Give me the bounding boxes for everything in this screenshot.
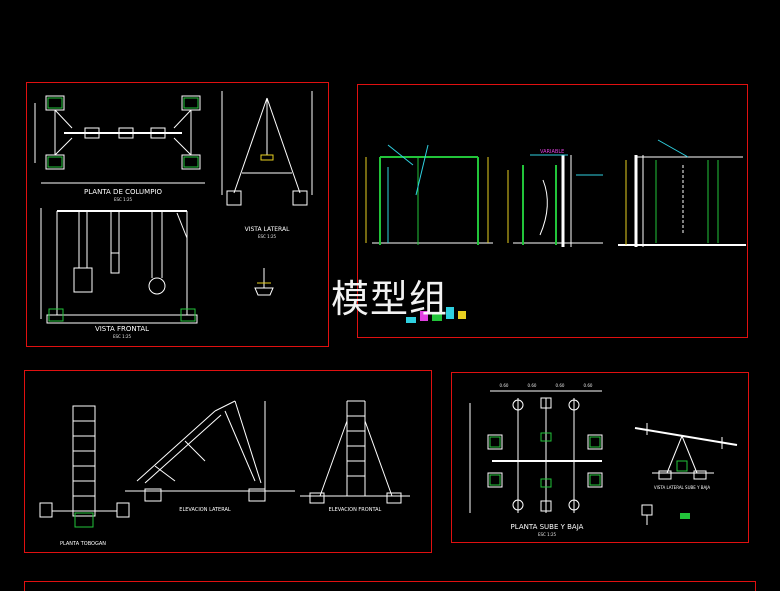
swing-plan-title: PLANTA DE COLUMPIO — [84, 188, 162, 196]
swing-side-title: VISTA LATERAL — [245, 226, 290, 233]
variable-label: VARIABLE — [540, 149, 564, 155]
slide-sheet: PLANTA TOBOGAN ELEVACION LATERAL — [24, 370, 432, 553]
seesaw-sheet: 0.60 0.60 0.60 0.60 PLANTA SUBE Y BAJA E… — [451, 372, 749, 543]
slide-side-title: ELEVACION LATERAL — [179, 507, 231, 513]
seesaw-plan-scale: ESC 1:25 — [538, 532, 557, 537]
slide-drawing: PLANTA TOBOGAN ELEVACION LATERAL — [39, 400, 410, 547]
slide-side-view — [125, 400, 295, 502]
slide-plan-base — [74, 512, 94, 528]
dim-2: 0.60 — [528, 383, 537, 388]
section-1 — [365, 144, 493, 245]
dim-3: 0.60 — [556, 383, 565, 388]
swing-front-title: VISTA FRONTAL — [95, 325, 149, 333]
section-3 — [618, 139, 746, 247]
seesaw-side-view — [634, 423, 738, 480]
slide-front-view — [300, 400, 410, 504]
swing-plan-footings — [47, 97, 199, 168]
detail-sections-sheet: VARIABLE — [357, 84, 748, 338]
swing-side-scale: ESC 1:25 — [258, 234, 277, 239]
slide-plan-view — [39, 405, 130, 518]
swing-front-footings — [48, 308, 196, 322]
seesaw-side-pivot — [676, 460, 688, 472]
next-sheet-frame — [24, 581, 756, 591]
dim-1: 0.60 — [500, 383, 509, 388]
swing-set-sheet: PLANTA DE COLUMPIO ESC 1:25 VISTA LATERA… — [26, 82, 329, 347]
section-2 — [507, 154, 603, 247]
swing-plan-view — [34, 95, 205, 184]
seesaw-detail — [641, 504, 653, 525]
swing-plan-scale: ESC 1:25 — [114, 197, 133, 202]
anchor-detail — [254, 268, 274, 296]
swing-set-drawing: PLANTA DE COLUMPIO ESC 1:25 VISTA LATERA… — [34, 91, 313, 339]
seesaw-side-title: VISTA LATERAL SUBE Y BAJA — [654, 485, 710, 490]
swing-front-view — [40, 208, 198, 324]
dim-4: 0.60 — [584, 383, 593, 388]
watermark-text: 模型组 — [331, 277, 449, 321]
seesaw-drawing: 0.60 0.60 0.60 0.60 PLANTA SUBE Y BAJA E… — [469, 383, 738, 537]
swing-side-view — [221, 91, 313, 206]
seesaw-plan-title: PLANTA SUBE Y BAJA — [511, 523, 584, 531]
seesaw-plan-footings — [489, 432, 601, 488]
swing-front-scale: ESC 1:25 — [113, 334, 132, 339]
legend-symbols — [406, 307, 466, 323]
seesaw-detail-color — [680, 513, 690, 519]
slide-front-title: ELEVACION FRONTAL — [329, 507, 382, 513]
seesaw-plan-view — [469, 390, 603, 513]
slide-plan-title: PLANTA TOBOGAN — [60, 541, 106, 547]
swing-seat-side — [260, 154, 274, 161]
detail-sections-drawing: VARIABLE — [365, 139, 746, 323]
